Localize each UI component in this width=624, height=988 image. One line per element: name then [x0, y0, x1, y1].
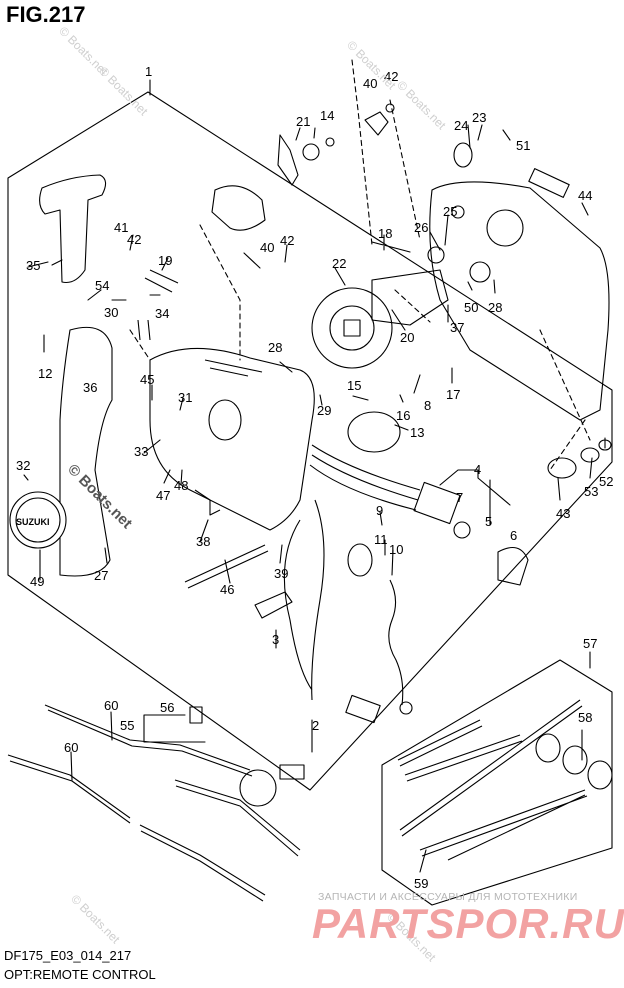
- footer-code: DF175_E03_014_217: [4, 948, 132, 963]
- callout-17: 17: [446, 387, 460, 402]
- callout-56: 56: [160, 700, 174, 715]
- callout-55: 55: [120, 718, 134, 733]
- figure-title: FIG.217: [6, 2, 86, 27]
- callout-54: 54: [95, 278, 109, 293]
- brand-logo: PARTSPOR.RU: [312, 900, 624, 947]
- callout-13: 13: [410, 425, 424, 440]
- callout-39: 39: [274, 566, 288, 581]
- callout-40-b: 40: [260, 240, 274, 255]
- callout-41: 41: [114, 220, 128, 235]
- callout-22: 22: [332, 256, 346, 271]
- callout-26: 26: [414, 220, 428, 235]
- callout-51: 51: [516, 138, 530, 153]
- callout-20: 20: [400, 330, 414, 345]
- callout-42-b: 42: [280, 233, 294, 248]
- component-art: [7, 103, 613, 902]
- callout-2: 2: [312, 718, 319, 733]
- emblem-disc: [9, 491, 67, 549]
- brand-tagline: ЗАПЧАСТИ И АКСЕССУАРЫ ДЛЯ МОТОТЕХНИКИ: [318, 891, 578, 903]
- callout-59: 59: [414, 876, 428, 891]
- shift-cable: [7, 754, 131, 824]
- callout-48: 48: [174, 478, 188, 493]
- neutral-plate: [311, 287, 393, 369]
- callout-31: 31: [178, 390, 192, 405]
- callout-42-a: 42: [384, 69, 398, 84]
- callout-32: 32: [16, 458, 30, 473]
- callout-27: 27: [94, 568, 108, 583]
- control-housing: [149, 347, 315, 531]
- callout-3: 3: [272, 632, 279, 647]
- callout-53: 53: [584, 484, 598, 499]
- callout-7: 7: [456, 490, 463, 505]
- throttle-cable: [44, 704, 253, 777]
- callout-11: 11: [374, 532, 388, 547]
- side-plate: [429, 181, 610, 421]
- wire-harness: [283, 444, 421, 701]
- callout-36: 36: [83, 380, 97, 395]
- guide-lines: [129, 59, 591, 471]
- callout-29: 29: [317, 403, 331, 418]
- callout-24: 24: [454, 118, 468, 133]
- callout-21: 21: [296, 114, 310, 129]
- callout-40-a: 40: [363, 76, 377, 91]
- callout-43: 43: [556, 506, 570, 521]
- callout-34: 34: [155, 306, 169, 321]
- callout-42-c: 42: [127, 232, 141, 247]
- callout-28-b: 28: [488, 300, 502, 315]
- callout-4: 4: [474, 462, 481, 477]
- handle-arm: [59, 326, 113, 577]
- callout-37: 37: [450, 320, 464, 335]
- handle-lever: [39, 174, 107, 284]
- callout-18: 18: [378, 226, 392, 241]
- callout-46: 46: [220, 582, 234, 597]
- callout-14: 14: [320, 108, 334, 123]
- callout-58: 58: [578, 710, 592, 725]
- callout-50: 50: [464, 300, 478, 315]
- callout-25: 25: [443, 204, 457, 219]
- callout-60-a: 60: [104, 698, 118, 713]
- callout-8: 8: [424, 398, 431, 413]
- callout-16: 16: [396, 408, 410, 423]
- kit-outline: [381, 659, 613, 906]
- callout-10: 10: [389, 542, 403, 557]
- callout-19: 19: [158, 253, 172, 268]
- callout-12: 12: [38, 366, 52, 381]
- kit-bolts: [397, 699, 588, 861]
- callout-60-b: 60: [64, 740, 78, 755]
- callout-52: 52: [599, 474, 613, 489]
- callout-9: 9: [376, 503, 383, 518]
- callout-47: 47: [156, 488, 170, 503]
- callout-45: 45: [140, 372, 154, 387]
- callout-6: 6: [510, 528, 517, 543]
- callout-1: 1: [145, 64, 152, 79]
- callout-15: 15: [347, 378, 361, 393]
- callout-35: 35: [26, 258, 40, 273]
- callout-labels: 1 2 3 4 5 6 7 8 9 10 11 12 13 14 15 16 1…: [16, 64, 613, 891]
- callout-38: 38: [196, 534, 210, 549]
- suzuki-emblem: SUZUKI: [16, 517, 50, 527]
- callout-33: 33: [134, 444, 148, 459]
- callout-49: 49: [30, 574, 44, 589]
- callout-57: 57: [583, 636, 597, 651]
- assembly-outline: [7, 91, 613, 791]
- callout-44: 44: [578, 188, 592, 203]
- leader-lines: [23, 79, 606, 873]
- callout-5: 5: [485, 514, 492, 529]
- callout-23: 23: [472, 110, 486, 125]
- footer-name: OPT:REMOTE CONTROL: [4, 967, 156, 982]
- callout-28-a: 28: [268, 340, 282, 355]
- callout-30: 30: [104, 305, 118, 320]
- buzzer: [347, 411, 401, 453]
